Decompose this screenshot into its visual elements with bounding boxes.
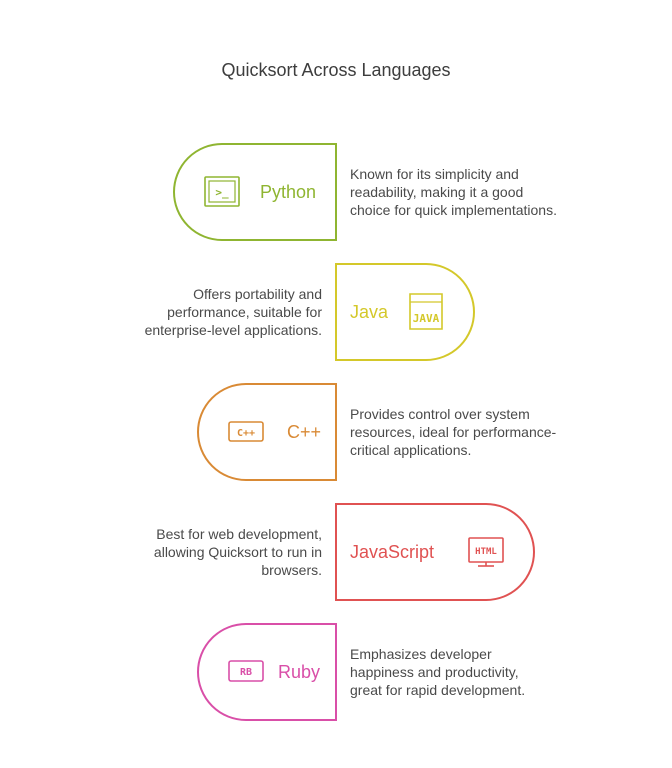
label-cpp: C++: [287, 422, 322, 442]
java-shape: [335, 263, 475, 361]
label-java: Java: [350, 302, 389, 322]
description-ruby: Emphasizes developer happiness and produ…: [350, 646, 526, 698]
label-javascript: JavaScript: [350, 542, 435, 562]
cpp-icon: C++: [228, 421, 264, 442]
cpp-shape: [197, 383, 337, 481]
java-icon-text: JAVA: [413, 312, 440, 325]
ruby-icon: RB: [228, 660, 264, 682]
ruby-icon-text: RB: [240, 667, 252, 678]
javascript-shape: [335, 503, 535, 601]
java-icon: JAVA: [409, 293, 443, 330]
description-javascript: Best for web development, allowing Quick…: [153, 526, 322, 578]
description-java: Offers portability and performance, suit…: [144, 286, 322, 338]
description-python: Known for its simplicity and readability…: [350, 166, 557, 218]
html-icon-text: HTML: [475, 547, 497, 557]
terminal-icon-text: >_: [215, 186, 229, 199]
diagram-title: Quicksort Across Languages: [221, 60, 451, 80]
ruby-shape: [197, 623, 337, 721]
html-icon: HTML: [468, 537, 504, 567]
python-shape: [173, 143, 337, 241]
label-ruby: Ruby: [278, 662, 321, 682]
label-python: Python: [260, 182, 317, 202]
terminal-icon: >_: [204, 176, 240, 207]
cpp-icon-text: C++: [237, 428, 255, 439]
description-cpp: Provides control over system resources, …: [350, 406, 557, 458]
